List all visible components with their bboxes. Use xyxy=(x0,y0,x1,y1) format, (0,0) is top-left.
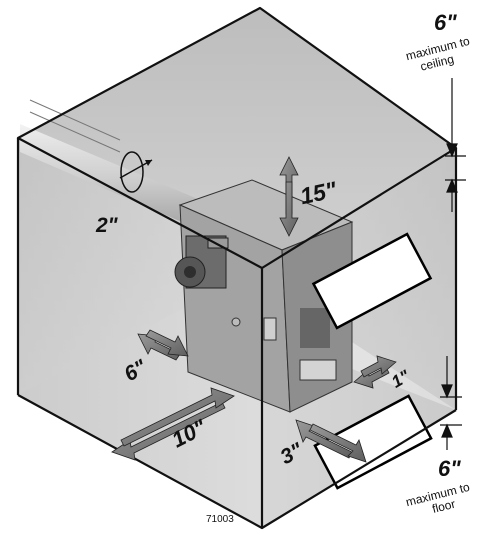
upper-opening xyxy=(311,232,433,330)
flue-clearance-value: 2" xyxy=(95,214,119,237)
floor-clearance-note-line2: floor xyxy=(431,497,457,516)
front-clearance-arrow xyxy=(111,387,235,461)
left-clearance-arrow xyxy=(137,329,189,361)
figure-number: 71003 xyxy=(206,514,234,525)
pipe-clearance-ring xyxy=(120,151,144,193)
ceiling-dimension xyxy=(445,78,466,212)
top-clearance-arrow xyxy=(279,156,299,237)
lower-opening xyxy=(313,394,433,490)
floor-clearance-value: 6" xyxy=(438,456,461,481)
side-clearance-arrow xyxy=(295,419,367,463)
floor-dimension xyxy=(440,356,462,450)
rear-clearance-arrow xyxy=(353,355,397,389)
ceiling-clearance-value: 6" xyxy=(434,10,457,35)
